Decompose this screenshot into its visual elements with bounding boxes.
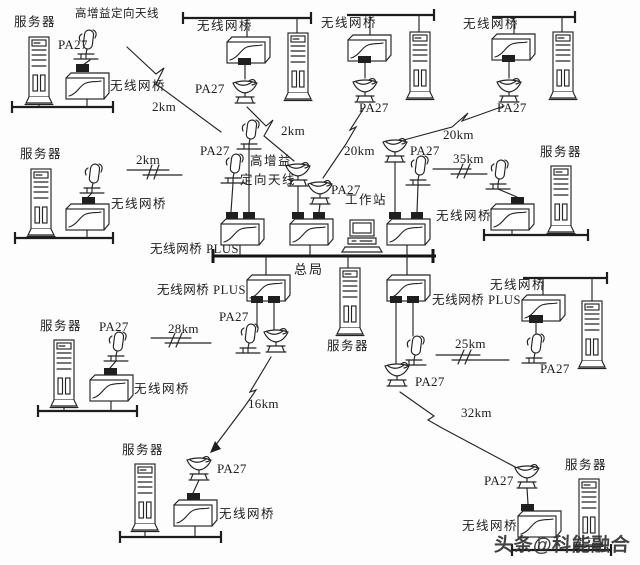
label-bridge-plus-a: 无线网桥 PLUS [150,242,240,256]
wireless-bridge-icon [521,294,566,322]
server-tower-icon [283,32,313,102]
lan-buses [10,9,613,556]
label-bridge-bottom-right: 无线网桥 [462,519,519,533]
server-tower-icon [548,31,578,101]
label-server-central: 服务器 [327,339,370,353]
panel-antenna-icon [79,163,105,194]
label-pa27-central: PA27 [331,182,361,197]
dish-antenna-icon [186,456,212,481]
server-tower-icon [335,267,365,337]
panel-antenna-icon [235,323,261,354]
label-bridge-mid-left: 无线网桥 [111,197,168,211]
dish-antenna-icon [352,78,378,103]
label-bridge-plus-d: 无线网桥 PLUS [157,283,247,297]
label-pa27: PA27 [359,100,389,115]
distance-bottom-mid: 16km [248,396,279,411]
bridge-plus-icon [386,218,431,246]
panel-antenna-icon [521,333,547,364]
label-server-mid-left: 服务器 [20,147,63,161]
label-bridge-top-left: 无线网桥 [110,79,167,93]
server-tower-icon [130,463,160,533]
panel-antenna-icon [405,155,431,186]
label-bridge-bottom-left: 无线网桥 [134,382,191,396]
panel-antenna-icon [401,335,427,366]
label-server-bottom-left: 服务器 [40,319,83,333]
label-workstation: 工作站 [345,193,388,207]
wireless-bridge-icon [517,510,562,538]
connector-lines [38,14,593,551]
dish-antenna-icon [263,328,289,353]
label-bridge-right: 无线网桥 [490,278,547,292]
devices [24,29,607,548]
label-pa27: PA27 [540,361,570,376]
workstation-icon [341,219,383,256]
label-headquarters: 总局 [294,262,325,277]
label-pa27: PA27 [484,473,514,488]
distance-bottom-left: 28km [168,321,199,336]
wireless-bridge-icon [65,203,110,231]
label-directional: 定向天线 [240,173,297,187]
label-pa27: PA27 [58,37,88,52]
dish-antenna-icon [307,180,333,205]
server-tower-icon [546,165,576,235]
label-pa27: PA27 [219,309,249,324]
label-bridge-top-mid1: 无线网桥 [197,19,254,33]
server-tower-icon [405,31,435,101]
label-server-bottom-right: 服务器 [565,458,608,472]
distance-top-mid2: 20km [344,143,375,158]
panel-antenna-icon [103,331,129,362]
dish-antenna-icon [496,78,522,103]
label-pa27: PA27 [497,100,527,115]
label-pa27-central: PA27 [410,143,440,158]
label-bridge-top-mid2: 无线网桥 [321,16,378,30]
label-pa27: PA27 [415,374,445,389]
distance-mid-left: 2km [136,152,161,167]
label-high-gain: 高增益 [250,154,293,168]
panel-antenna-icon [236,119,262,150]
distance-bottom-right: 32km [461,405,492,420]
server-tower-icon [577,300,607,370]
bridge-plus-icon [289,218,334,246]
wireless-bridge-icon [89,374,134,402]
dish-antenna-icon [514,464,540,489]
label-bridge-top-right: 无线网桥 [463,17,520,31]
server-tower-icon [26,168,56,238]
label-bridge-mid-right: 无线网桥 [436,209,493,223]
label-pa27: PA27 [99,319,129,334]
distance-mid-right: 35km [453,151,484,166]
panel-antenna-icon [485,159,511,190]
distance-right: 25km [455,336,486,351]
label-server-mid-right: 服务器 [540,145,583,159]
dish-antenna-icon [384,362,410,387]
label-bridge-bottom-mid: 无线网桥 [219,507,276,521]
label-server-top-left: 服务器 [14,15,57,29]
server-tower-icon [24,36,54,106]
watermark: 头条@科能融合 [493,535,631,556]
distance-top-left: 2km [152,99,177,114]
dish-antenna-icon [232,79,258,104]
wireless-bridge-icon [65,72,110,100]
distance-top-mid1: 2km [281,123,306,138]
dish-antenna-icon [382,138,408,163]
server-tower-icon [49,339,79,409]
label-pa27-central: PA27 [200,143,230,158]
wireless-bridge-icon [173,499,218,527]
distance-top-right: 20km [443,127,474,142]
wireless-bridge-icon [490,203,535,231]
label-high-gain-antenna: 高增益定向天线 [75,8,159,20]
label-server-bottom-mid: 服务器 [122,443,165,457]
label-pa27: PA27 [195,81,225,96]
radio-links [126,46,518,469]
label-pa27: PA27 [217,461,247,476]
label-bridge-plus-e: 无线网桥 PLUS [432,293,522,307]
